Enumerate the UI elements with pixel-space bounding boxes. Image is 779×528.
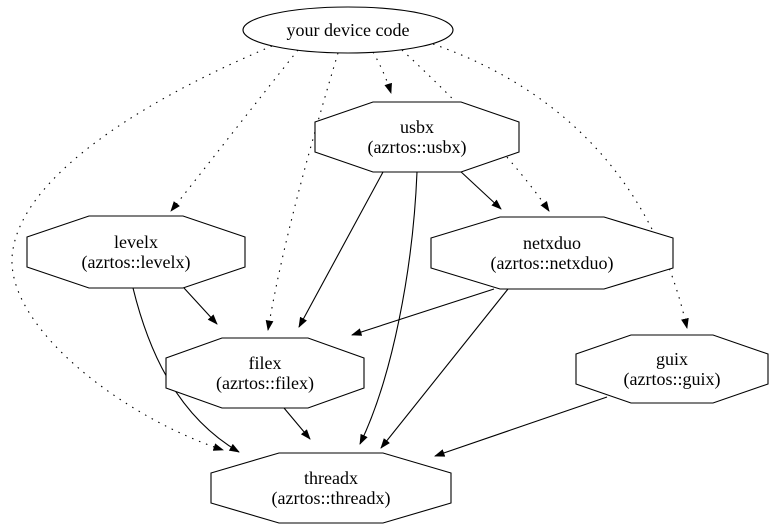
levelx-label: levelx (114, 232, 158, 252)
edge-filex-threadx (283, 407, 311, 440)
edge-usbx-netxduo (458, 169, 502, 210)
filex-label: filex (249, 353, 282, 373)
nodes-group: your device code usbx (azrtos::usbx) lev… (26, 6, 769, 524)
edge-guix-threadx (434, 396, 608, 457)
node-guix: guix (azrtos::guix) (575, 334, 769, 404)
levelx-sublabel: (azrtos::levelx) (82, 252, 191, 273)
netxduo-label: netxduo (523, 233, 581, 253)
usbx-sublabel: (azrtos::usbx) (368, 137, 467, 158)
device-label: your device code (287, 20, 410, 40)
levelx-octagon (26, 215, 246, 289)
edge-netxduo-threadx (380, 288, 509, 449)
node-levelx: levelx (azrtos::levelx) (26, 215, 246, 289)
edge-usbx-threadx (359, 171, 418, 445)
node-threadx: threadx (azrtos::threadx) (210, 452, 452, 524)
edge-device-levelx (170, 49, 299, 212)
edge-device-usbx (372, 51, 392, 94)
device-ellipse (242, 6, 454, 54)
threadx-label: threadx (304, 468, 358, 488)
guix-sublabel: (azrtos::guix) (624, 369, 721, 390)
usbx-label: usbx (400, 117, 434, 137)
node-device: your device code (242, 6, 454, 54)
node-netxduo: netxduo (azrtos::netxduo) (430, 216, 674, 290)
edge-netxduo-filex (351, 288, 495, 336)
netxduo-octagon (430, 216, 674, 290)
edge-device-netxduo (401, 49, 550, 212)
threadx-sublabel: (azrtos::threadx) (272, 488, 391, 509)
filex-sublabel: (azrtos::filex) (216, 373, 314, 394)
edge-levelx-filex (183, 287, 218, 325)
edge-usbx-filex (298, 171, 384, 328)
guix-label: guix (656, 349, 688, 369)
node-usbx: usbx (azrtos::usbx) (314, 101, 520, 173)
usbx-octagon (314, 101, 520, 173)
filex-octagon (165, 337, 365, 409)
guix-octagon (575, 334, 769, 404)
netxduo-sublabel: (azrtos::netxduo) (491, 253, 614, 274)
node-filex: filex (azrtos::filex) (165, 337, 365, 409)
edge-device-filex (265, 52, 339, 331)
threadx-octagon (210, 452, 452, 524)
